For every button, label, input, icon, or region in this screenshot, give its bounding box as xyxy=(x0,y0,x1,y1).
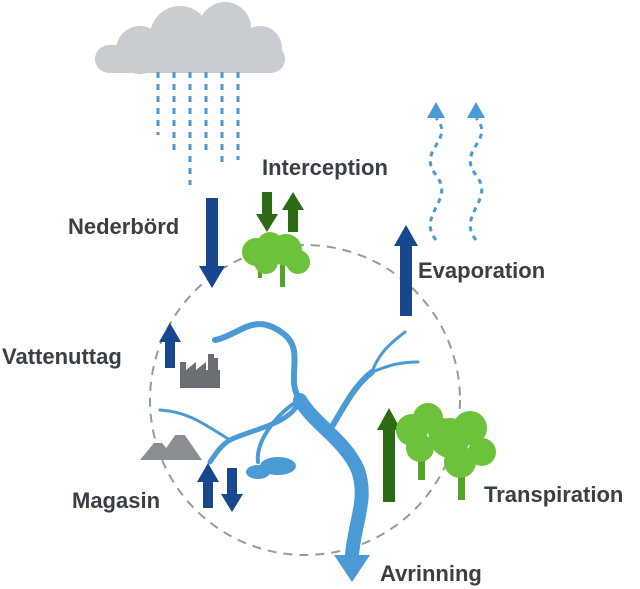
nederbord-label: Nederbörd xyxy=(68,214,180,239)
interception-trees-icon xyxy=(242,232,310,287)
magasin-label: Magasin xyxy=(72,488,161,513)
interception-up-arrow xyxy=(282,192,304,232)
vapor-arrowheads xyxy=(427,102,485,118)
vattenuttag-arrow xyxy=(159,323,181,368)
vattenuttag-label: Vattenuttag xyxy=(2,344,122,369)
interception-down-arrow xyxy=(256,192,278,232)
transpiration-arrow xyxy=(377,408,401,502)
magasin-down-arrow xyxy=(221,468,243,512)
magasin-up-arrow xyxy=(197,463,219,508)
mountain-icon xyxy=(140,428,202,460)
evaporation-vapor-icon xyxy=(428,116,484,241)
avrinning-label: Avrinning xyxy=(380,561,482,586)
river-network xyxy=(158,321,420,562)
evaporation-arrow xyxy=(394,225,418,316)
rain-icon xyxy=(156,72,240,185)
avrinning-arrowhead xyxy=(334,555,370,582)
cloud-icon xyxy=(95,2,285,74)
transpiration-trees-icon xyxy=(396,403,496,500)
nederbord-arrow xyxy=(199,198,225,288)
lake-icon xyxy=(246,457,296,479)
interception-label: Interception xyxy=(262,155,388,180)
transpiration-label: Transpiration xyxy=(484,482,624,507)
catchment-boundary xyxy=(149,244,461,556)
evaporation-label: Evaporation xyxy=(418,258,546,283)
factory-icon xyxy=(180,354,220,388)
